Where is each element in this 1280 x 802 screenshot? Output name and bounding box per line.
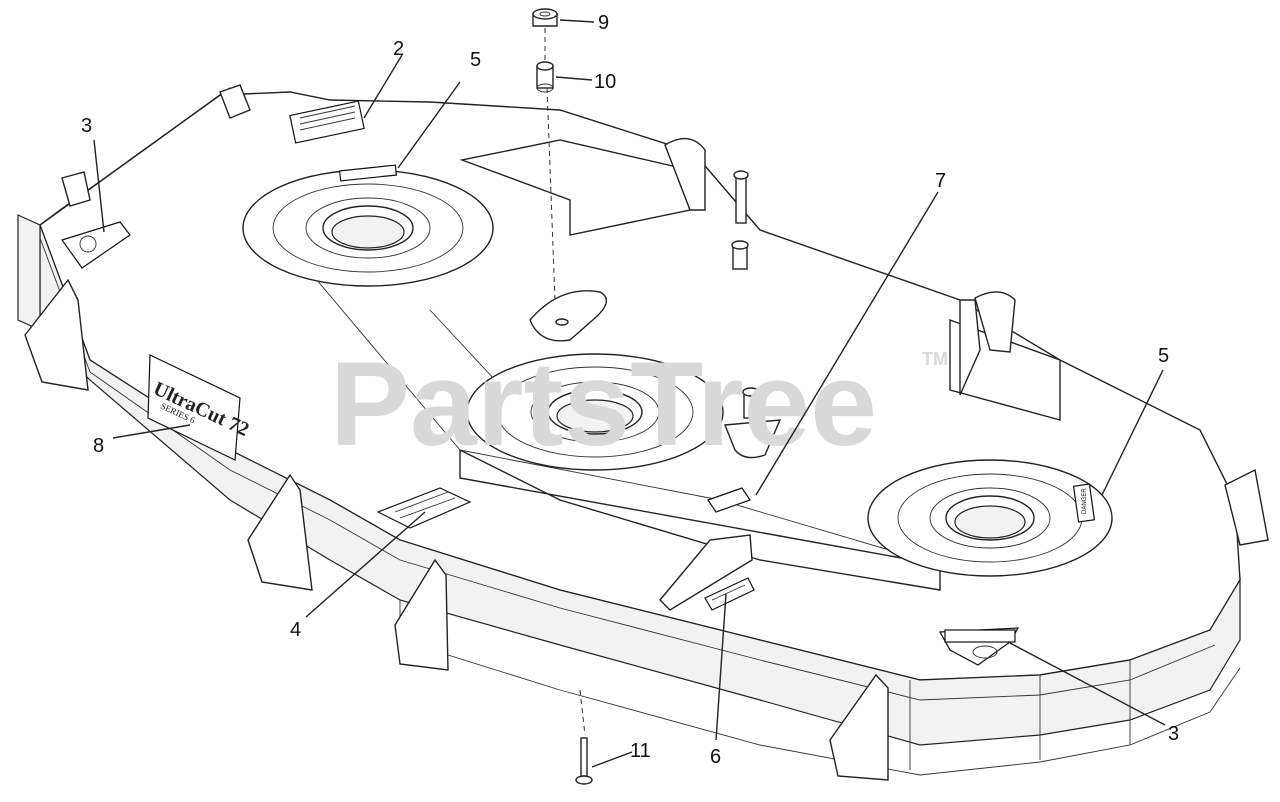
- brand-plate: UltraCut 72 SERIES 6: [147, 354, 252, 461]
- callout-leaders: [93, 19, 1166, 768]
- decal-center-baffle: [707, 487, 751, 513]
- flange-nut: [532, 8, 558, 27]
- decal-caution-front: [704, 577, 755, 611]
- hanger-brackets: [24, 84, 1269, 781]
- callout-8: 8: [93, 435, 104, 457]
- watermark: PartsTree TM: [330, 337, 948, 471]
- callout-5-right: 5: [1158, 345, 1169, 367]
- watermark-trademark: TM: [922, 349, 948, 369]
- callout-4: 4: [290, 619, 301, 641]
- danger-label-text: DANGER: [1082, 488, 1088, 514]
- carriage-bolt: [575, 737, 593, 785]
- callout-9: 9: [598, 12, 609, 34]
- decal-danger-spindle-left: [338, 164, 398, 182]
- decal-warning-rear: [289, 100, 365, 144]
- decal-instruction: [376, 487, 472, 529]
- callout-11: 11: [630, 740, 651, 762]
- callout-3-left: 3: [81, 115, 92, 137]
- watermark-text: PartsTree: [330, 337, 877, 471]
- decal-logo-left: [61, 221, 131, 269]
- callout-labels: 2 3 3 4 5 5 6 7 8 9 10 11: [81, 12, 1179, 768]
- callout-5-left: 5: [470, 49, 481, 71]
- callout-7: 7: [935, 170, 946, 192]
- callout-3-right: 3: [1168, 723, 1179, 745]
- spindle-center: [466, 353, 724, 471]
- decal-logo-right: [939, 627, 1020, 666]
- spindle-right: [867, 459, 1113, 577]
- decal-danger-spindle-right: DANGER: [1072, 483, 1096, 523]
- hardware-exploded: [532, 8, 593, 785]
- callout-2: 2: [393, 38, 404, 60]
- callout-6: 6: [710, 746, 721, 768]
- spindle-left: [242, 169, 494, 287]
- spacer: [536, 61, 554, 93]
- callout-10: 10: [594, 71, 616, 93]
- idler-bracket: [529, 170, 782, 459]
